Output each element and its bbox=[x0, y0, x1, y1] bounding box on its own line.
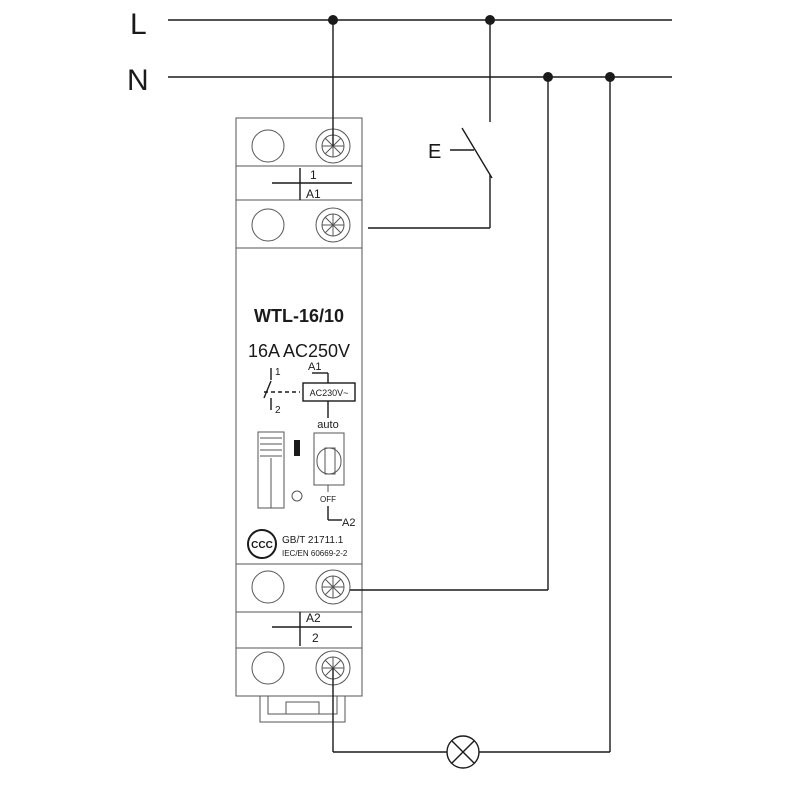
neutral-label: N bbox=[127, 64, 149, 97]
terminal-hole bbox=[251, 570, 285, 604]
coil-symbol: A1 AC230V~ bbox=[302, 361, 356, 418]
lamp-icon bbox=[446, 735, 480, 769]
standard-label-2: IEC/EN 60669-2-2 bbox=[282, 549, 348, 558]
model-label: WTL-16/10 bbox=[254, 306, 344, 326]
device-outline bbox=[235, 117, 363, 697]
relay-device: 1 A1 A2 2 WTL-16/10 16A AC25 bbox=[235, 117, 363, 723]
status-led bbox=[291, 490, 303, 502]
supply-lines: L N bbox=[127, 8, 672, 97]
terminal-label-1: 1 bbox=[310, 168, 317, 182]
switch-label: E bbox=[428, 141, 441, 163]
contact-label-2: 2 bbox=[275, 405, 281, 416]
contact-label-1: 1 bbox=[275, 367, 281, 378]
mode-selector[interactable]: auto OFF A2 bbox=[313, 419, 355, 529]
rating-label: 16A AC250V bbox=[248, 341, 350, 361]
din-clip bbox=[259, 696, 346, 723]
coil-label-a2: A2 bbox=[342, 517, 355, 529]
terminal-label-2: 2 bbox=[312, 631, 319, 645]
switch-e[interactable]: E bbox=[428, 127, 493, 179]
terminal-block-bottom bbox=[235, 563, 363, 697]
status-indicator bbox=[294, 440, 300, 456]
standard-label-1: GB/T 21711.1 bbox=[282, 535, 344, 546]
terminal-label-a2: A2 bbox=[306, 611, 321, 625]
ccc-mark-icon: CCC bbox=[247, 529, 277, 559]
wiring: E bbox=[332, 20, 611, 753]
terminal-hole bbox=[251, 129, 285, 163]
coil-label-a1: A1 bbox=[308, 361, 321, 373]
ccc-mark-text: CCC bbox=[251, 540, 273, 551]
contact-symbol: 1 2 bbox=[263, 367, 300, 416]
manual-lever[interactable] bbox=[257, 431, 285, 509]
terminal-block-top bbox=[235, 117, 363, 249]
selector-off-label: OFF bbox=[320, 495, 336, 504]
screw-icon bbox=[315, 569, 351, 605]
screw-icon bbox=[315, 650, 351, 686]
screw-icon bbox=[315, 207, 351, 243]
terminal-hole bbox=[251, 208, 285, 242]
coil-voltage-label: AC230V~ bbox=[310, 388, 349, 398]
selector-auto-label: auto bbox=[317, 419, 338, 431]
terminal-hole bbox=[251, 651, 285, 685]
live-label: L bbox=[130, 8, 147, 41]
terminal-label-a1: A1 bbox=[306, 187, 321, 201]
